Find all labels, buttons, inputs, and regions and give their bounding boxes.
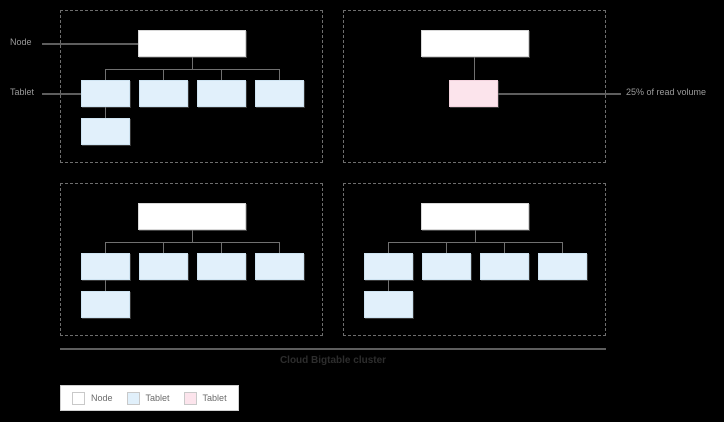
connector-bus-to-tablet-1 xyxy=(388,242,389,253)
panel-bottom-left-tablet-3[interactable] xyxy=(197,253,246,280)
connector-bus-to-tablet-1 xyxy=(105,242,106,253)
connector-bus-to-tablet-3 xyxy=(221,69,222,80)
connector-bus-to-tablet-2 xyxy=(163,242,164,253)
panel-bottom-right-tablet-5[interactable] xyxy=(364,291,413,318)
panel-bottom-right-tablet-3[interactable] xyxy=(480,253,529,280)
legend-label-tablet: Tablet xyxy=(145,393,170,403)
panel-top-left-tablet-5[interactable] xyxy=(81,118,130,145)
connector-bus-to-tablet-1 xyxy=(105,69,106,80)
legend-label-node: Node xyxy=(91,393,113,403)
connector-bus-to-tablet-4 xyxy=(279,69,280,80)
hotspot-leader-line xyxy=(498,93,621,95)
panel-top-right xyxy=(343,10,606,163)
connector-bus-to-tablet-4 xyxy=(562,242,563,253)
panel-bottom-right-tablet-2[interactable] xyxy=(422,253,471,280)
connector-node-to-bus xyxy=(192,230,193,242)
legend-item-hot-tablet: Tablet xyxy=(183,391,227,405)
panel-bottom-left-tablet-5[interactable] xyxy=(81,291,130,318)
panel-bottom-right xyxy=(343,183,606,336)
connector-node-to-bus xyxy=(475,230,476,242)
legend-swatch-node-icon xyxy=(72,391,85,405)
panel-top-left-node-box[interactable] xyxy=(138,30,246,57)
tablet-leader-line xyxy=(42,93,82,95)
node-leader-line xyxy=(42,43,139,45)
connector-bus xyxy=(105,69,279,70)
panel-bottom-right-node-box[interactable] xyxy=(421,203,529,230)
panel-bottom-left-tablet-1[interactable] xyxy=(81,253,130,280)
panel-top-right-node-box[interactable] xyxy=(421,30,529,57)
connector-tablet-1-to-tablet-5 xyxy=(105,280,106,291)
connector-bus-to-tablet-3 xyxy=(504,242,505,253)
connector-bus xyxy=(105,242,279,243)
panel-top-left xyxy=(60,10,323,163)
tablet-label: Tablet xyxy=(10,87,35,97)
panel-bottom-left xyxy=(60,183,323,336)
panel-top-left-tablet-4[interactable] xyxy=(255,80,304,107)
legend-label-hot-tablet: Tablet xyxy=(202,393,227,403)
legend: Node Tablet Tablet xyxy=(60,385,239,411)
cluster-rule xyxy=(60,348,606,350)
node-label: Node xyxy=(10,37,32,47)
panel-bottom-left-tablet-2[interactable] xyxy=(139,253,188,280)
panel-top-right-tablet-hotspot[interactable] xyxy=(449,80,498,107)
connector-bus xyxy=(388,242,562,243)
hotspot-label: 25% of read volume xyxy=(626,87,707,97)
cluster-title: Cloud Bigtable cluster xyxy=(279,355,387,366)
connector-bus-to-tablet-3 xyxy=(221,242,222,253)
connector-tablet-1-to-tablet-5 xyxy=(388,280,389,291)
legend-item-tablet: Tablet xyxy=(126,391,170,405)
legend-item-node: Node xyxy=(72,391,113,405)
panel-bottom-right-tablet-4[interactable] xyxy=(538,253,587,280)
legend-swatch-tablet-icon xyxy=(126,391,140,405)
connector-node-to-bus xyxy=(192,57,193,69)
connector-node-to-hot-tablet xyxy=(474,57,475,80)
connector-bus-to-tablet-4 xyxy=(279,242,280,253)
panel-bottom-left-tablet-4[interactable] xyxy=(255,253,304,280)
panel-bottom-left-node-box[interactable] xyxy=(138,203,246,230)
connector-tablet-1-to-tablet-5 xyxy=(105,107,106,118)
connector-bus-to-tablet-2 xyxy=(446,242,447,253)
panel-top-left-tablet-3[interactable] xyxy=(197,80,246,107)
panel-top-left-tablet-2[interactable] xyxy=(139,80,188,107)
panel-bottom-right-tablet-1[interactable] xyxy=(364,253,413,280)
legend-swatch-hot-tablet-icon xyxy=(183,391,197,405)
panel-top-left-tablet-1[interactable] xyxy=(81,80,130,107)
connector-bus-to-tablet-2 xyxy=(163,69,164,80)
